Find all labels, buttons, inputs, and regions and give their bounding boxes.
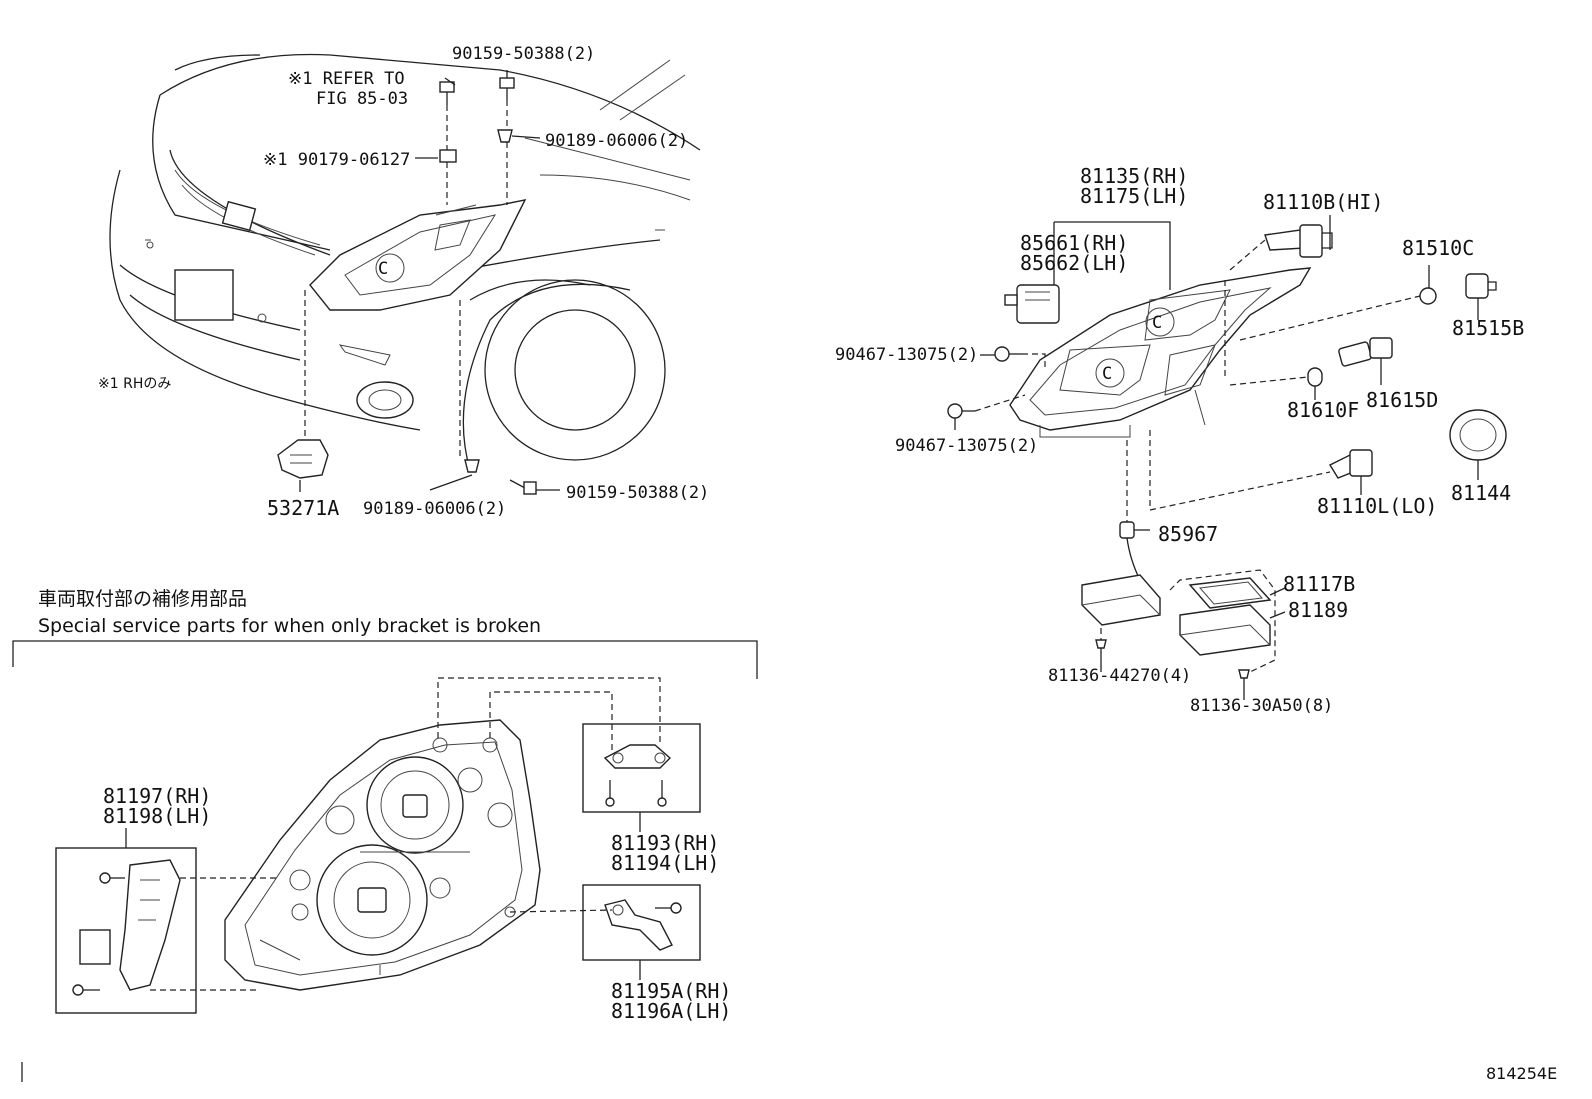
bolt-icon: [994, 346, 1022, 362]
refer-note-line2: FIG 85-03: [316, 89, 408, 109]
socket-icon: [1119, 521, 1141, 581]
label-81615D: 81615D: [1366, 388, 1438, 412]
bracket-box-81193: [582, 723, 701, 813]
label-81198: 81198(LH): [103, 804, 211, 828]
label-90189-top: 90189-06006(2): [545, 131, 688, 151]
label-90467-b: 90467-13075(2): [895, 436, 1038, 456]
headlamp-icon: [224, 719, 541, 991]
bracket-icon: [603, 744, 672, 769]
label-81189: 81189: [1288, 598, 1348, 622]
ballast-icon: [1081, 574, 1161, 626]
refer-note-line1: ※1 REFER TO: [288, 69, 405, 89]
label-81117B: 81117B: [1283, 572, 1355, 596]
bolt-icon: [509, 479, 537, 495]
label-81110B: 81110B(HI): [1263, 190, 1383, 214]
label-81144: 81144: [1451, 481, 1511, 505]
label-53271A: 53271A: [267, 496, 339, 520]
bolt-icon: [72, 984, 100, 996]
bracket-box-81195A: [582, 884, 701, 961]
label-81194: 81194(LH): [611, 851, 719, 875]
bolt-icon: [99, 872, 125, 884]
bulb-icon: [1419, 287, 1437, 305]
label-81195A: 81195A(RH): [611, 979, 731, 1003]
label-90467-a: 90467-13075(2): [835, 345, 978, 365]
svg-text:C: C: [1102, 364, 1112, 384]
label-81510C: 81510C: [1402, 236, 1474, 260]
bulb-icon: [1329, 449, 1373, 479]
bulb-icon: [1264, 224, 1333, 258]
label-81175: 81175(LH): [1080, 184, 1188, 208]
socket-icon: [1465, 273, 1497, 299]
bolt-icon: [655, 902, 682, 914]
rh-only-note: ※1 RHのみ: [98, 376, 171, 392]
label-81196A: 81196A(LH): [611, 999, 731, 1023]
clip-icon: [497, 129, 513, 143]
label-81136-30A50: 81136-30A50(8): [1190, 696, 1333, 716]
bolt-icon: [605, 780, 615, 807]
label-85967: 85967: [1158, 522, 1218, 546]
label-81193: 81193(RH): [611, 831, 719, 855]
bolt-icon: [657, 780, 667, 807]
headlamp-icon: C C: [1009, 267, 1312, 438]
bolt-icon: [439, 81, 455, 105]
svg-text:C: C: [378, 259, 388, 279]
label-81136-44270: 81136-44270(4): [1048, 666, 1191, 686]
label-85662: 85662(LH): [1020, 251, 1128, 275]
bulb-icon: [1307, 367, 1323, 387]
label-90159-top: 90159-50388(2): [452, 44, 595, 64]
label-81515B: 81515B: [1452, 316, 1524, 340]
bolt-icon: [499, 77, 515, 100]
label-81610F: 81610F: [1287, 398, 1359, 422]
section-title-en: Special service parts for when only brac…: [38, 615, 541, 637]
bracket-icon: [79, 859, 181, 991]
clip-icon: [464, 459, 480, 473]
vehicle-front-illustration: C: [98, 44, 709, 520]
bracket-service-parts: 車両取付部の補修用部品 Special service parts for wh…: [12, 588, 758, 1023]
bracket-icon: [604, 899, 673, 951]
ballast-icon: [1179, 577, 1272, 656]
svg-text:C: C: [1152, 313, 1162, 333]
bolt-icon: [1095, 639, 1107, 660]
bolt-icon: [1238, 669, 1250, 690]
bracket-icon: [277, 439, 329, 479]
label-90179: ※1 90179-06127: [263, 150, 410, 170]
label-90189-bottom: 90189-06006(2): [363, 499, 506, 519]
headlamp-exploded-view: C C: [835, 164, 1524, 716]
socket-icon: [1338, 337, 1393, 367]
label-81110L: 81110L(LO): [1317, 494, 1437, 518]
label-85661: 85661(RH): [1020, 231, 1128, 255]
socket-icon: [1449, 409, 1507, 461]
label-90159-bottom: 90159-50388(2): [566, 483, 709, 503]
bolt-icon: [947, 403, 975, 419]
actuator-icon: [1004, 284, 1060, 324]
figure-id: 814254E: [1486, 1064, 1557, 1083]
section-title-jp: 車両取付部の補修用部品: [38, 588, 247, 610]
clip-icon: [439, 149, 457, 163]
label-81197: 81197(RH): [103, 784, 211, 808]
label-81135: 81135(RH): [1080, 164, 1188, 188]
